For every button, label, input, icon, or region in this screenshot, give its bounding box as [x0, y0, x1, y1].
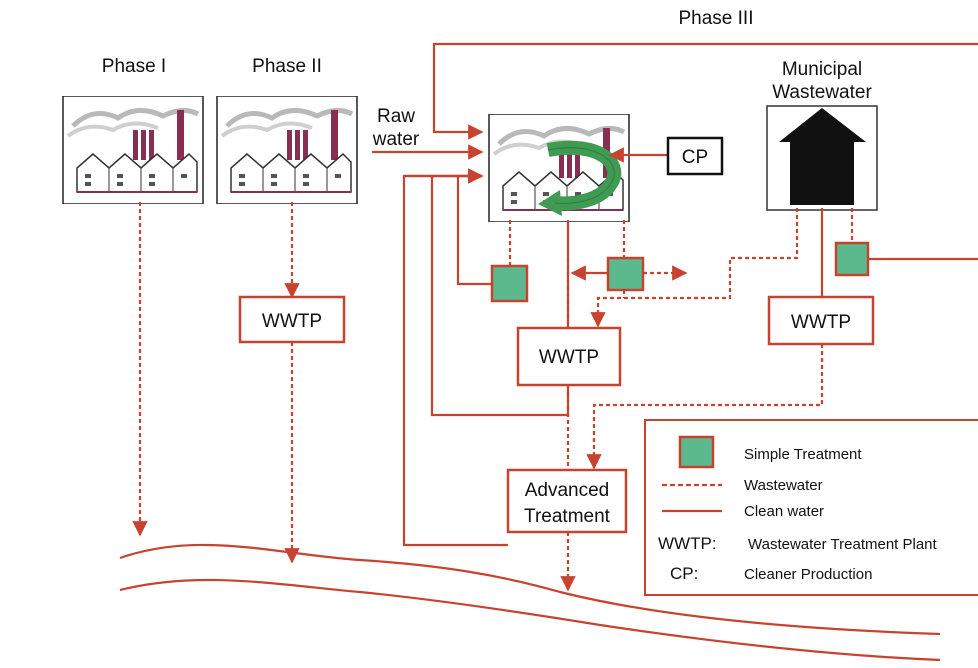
cp-label: CP [682, 147, 708, 168]
legend-wastewater-label: Wastewater [744, 477, 823, 494]
simple-treatment-unit [834, 241, 870, 277]
legend-cp-key: CP: [670, 564, 698, 583]
advanced-treatment-box [506, 468, 628, 534]
municipal-label-line2: Wastewater [772, 82, 872, 103]
factory-icon [63, 96, 203, 204]
legend-wwtp-key: WWTP: [658, 534, 717, 553]
advanced-treatment-label-line1: Advanced [525, 480, 610, 501]
wwtp-box [767, 295, 875, 346]
factory-icon [217, 96, 357, 204]
legend-cp-desc: Cleaner Production [744, 566, 872, 583]
wwtp-box [238, 295, 346, 344]
wwtp-label: WWTP [539, 347, 599, 368]
wwtp-box [516, 326, 622, 387]
advanced-treatment-label-line2: Treatment [524, 506, 611, 527]
raw-water-label-line1: Raw [377, 106, 415, 127]
house-icon [766, 105, 878, 211]
legend-simple-treatment-label: Simple Treatment [744, 446, 862, 463]
raw-water-label-line2: water [372, 129, 420, 150]
wwtp-label: WWTP [262, 311, 322, 332]
phase-2-label: Phase II [252, 56, 322, 77]
river-icon [119, 543, 941, 662]
municipal-label-line1: Municipal [782, 59, 862, 80]
legend-wwtp-desc: Wastewater Treatment Plant [748, 536, 938, 553]
cp-box [666, 136, 724, 176]
legend: Simple Treatment Wastewater Clean water … [644, 419, 978, 596]
wwtp-label: WWTP [791, 312, 851, 333]
phase-1-label: Phase I [102, 56, 166, 77]
phase-3-label: Phase III [679, 8, 754, 29]
simple-treatment-unit [490, 264, 529, 303]
recycle-arrow-icon [538, 140, 622, 216]
legend-clean-water-label: Clean water [744, 503, 824, 520]
simple-treatment-unit [606, 256, 645, 292]
legend-simple-treatment-swatch [678, 435, 715, 469]
